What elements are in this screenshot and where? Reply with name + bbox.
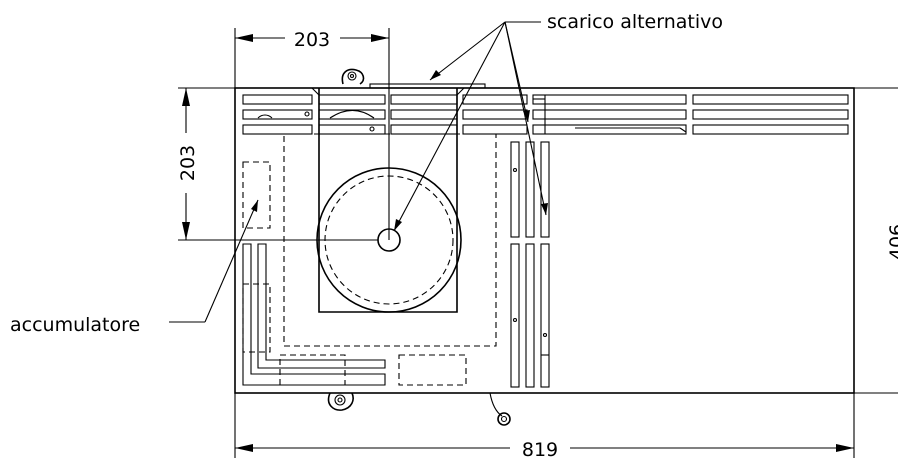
dimension-top-width: 203 [294, 29, 330, 51]
stove-body [234, 83, 855, 394]
top-hinge-knob [341, 68, 365, 85]
dashed-hidden-lines [242, 133, 497, 386]
bottom-cable-plug [489, 392, 511, 426]
flue-outlet-hole [377, 228, 401, 252]
callout-leader-accumulator [169, 199, 259, 323]
dimension-bottom-width: 819 [522, 439, 558, 461]
callout-label-accumulator: accumulatore [10, 314, 140, 336]
top-grille [242, 94, 849, 135]
dimension-left-height: 203 [177, 145, 199, 181]
flue-housing [311, 87, 465, 313]
vertical-slots [510, 141, 550, 388]
accumulator-channels [242, 243, 386, 386]
dimension-right-cut: 406 [886, 224, 898, 260]
bottom-left-knob [327, 392, 354, 411]
callout-leaders-top [393, 21, 548, 232]
dimension-lines [178, 28, 898, 458]
callout-label-alternative-exhaust: scarico alternativo [547, 11, 723, 33]
hotplate-disc [316, 167, 462, 313]
